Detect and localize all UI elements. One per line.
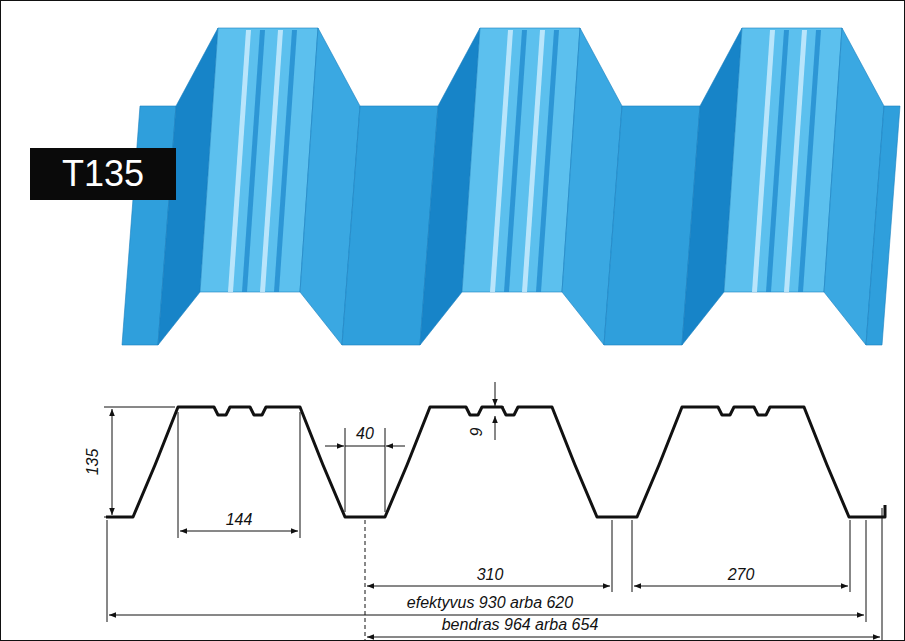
sheet-rib [536,30,559,292]
sheet-face [200,28,318,292]
dimension-value: 135 [84,447,102,478]
sheet-face [462,28,580,292]
sheet-face [724,28,842,292]
model-name: T135 [62,156,144,192]
sheet-rib [274,30,297,292]
model-label-box: T135 [30,148,176,200]
dimension-value: 9 [468,426,486,439]
sheet-rib [798,30,821,292]
sheet-rib [766,30,789,292]
dimension-lines [104,382,882,641]
sheet-profile [106,407,885,517]
sheet-render [122,28,900,345]
dimension-value: 310 [475,566,506,584]
dimension-value: 270 [726,566,757,584]
dimension-value: 144 [224,511,255,529]
sheet-rib [504,30,527,292]
dimension-value: 40 [354,425,376,443]
sheet-rib [242,30,265,292]
dimension-value: bendras 964 arba 654 [440,616,601,634]
dimension-value: efektyvus 930 arba 620 [405,594,575,612]
sheet-face [866,106,900,345]
